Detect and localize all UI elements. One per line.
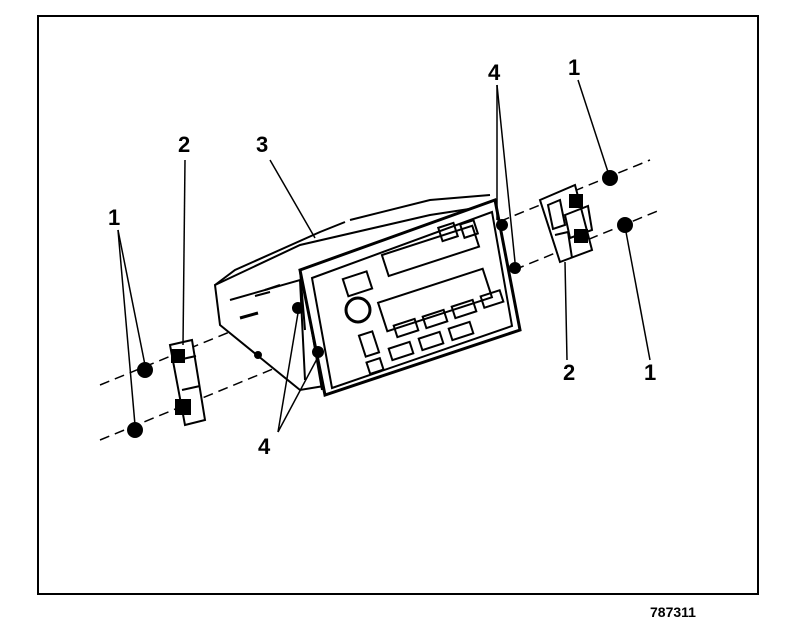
nut-left-lower [127, 422, 143, 438]
leader-lines [117, 79, 651, 433]
figure-number: 787311 [650, 604, 696, 620]
screw-left-upper [292, 302, 304, 314]
nut-left-upper [137, 362, 153, 378]
screw-right-upper [496, 219, 508, 231]
screw-right-lower [509, 262, 521, 274]
diagram-frame [37, 15, 759, 595]
left-bracket [168, 338, 207, 427]
callout-nut-right-lower: 1 [644, 360, 657, 385]
callout-nut-right-upper: 1 [568, 55, 581, 80]
callout-nut-left: 1 [108, 205, 121, 230]
callout-bracket-left: 2 [178, 132, 191, 157]
right-bracket [538, 183, 594, 264]
screw-left-lower [312, 346, 324, 358]
callout-radio: 3 [256, 132, 269, 157]
radio-faceplate [298, 197, 522, 397]
callout-screw-left: 4 [258, 434, 271, 459]
callout-screw-right: 4 [488, 60, 501, 85]
nut-right-upper [602, 170, 618, 186]
callout-bracket-right: 2 [563, 360, 576, 385]
nut-right-lower [617, 217, 633, 233]
